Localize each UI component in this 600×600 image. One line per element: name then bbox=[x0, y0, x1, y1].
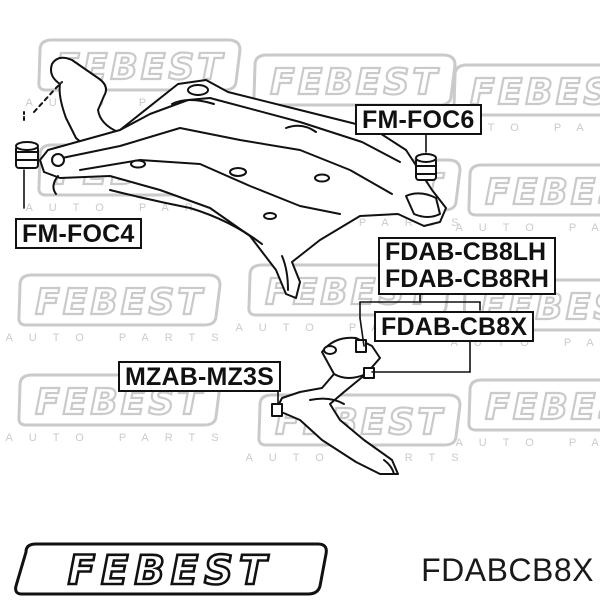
label-fdab-cb8lh: FDAB-CB8LH bbox=[385, 238, 547, 266]
watermark-logo bbox=[453, 163, 600, 236]
label-fm-foc4: FM-FOC4 bbox=[15, 218, 142, 249]
label-fm-foc6: FM-FOC6 bbox=[355, 104, 482, 135]
label-fdab-cb8rh: FDAB-CB8RH bbox=[385, 265, 549, 293]
label-fdab-cb8x: FDAB-CB8X bbox=[374, 311, 535, 342]
svg-text:FEBEST: FEBEST bbox=[68, 548, 273, 594]
part-code: FDABCB8X bbox=[421, 552, 594, 588]
watermark-logo bbox=[453, 378, 600, 451]
watermark-logo bbox=[3, 273, 237, 346]
brand-logo: FEBEST bbox=[14, 542, 328, 596]
label-mzab-mz3s: MZAB-MZ3S bbox=[118, 361, 282, 392]
label-fdab-cb8lh-rh: FDAB-CB8LH FDAB-CB8RH bbox=[378, 237, 556, 295]
subframe-drawing bbox=[15, 56, 481, 475]
